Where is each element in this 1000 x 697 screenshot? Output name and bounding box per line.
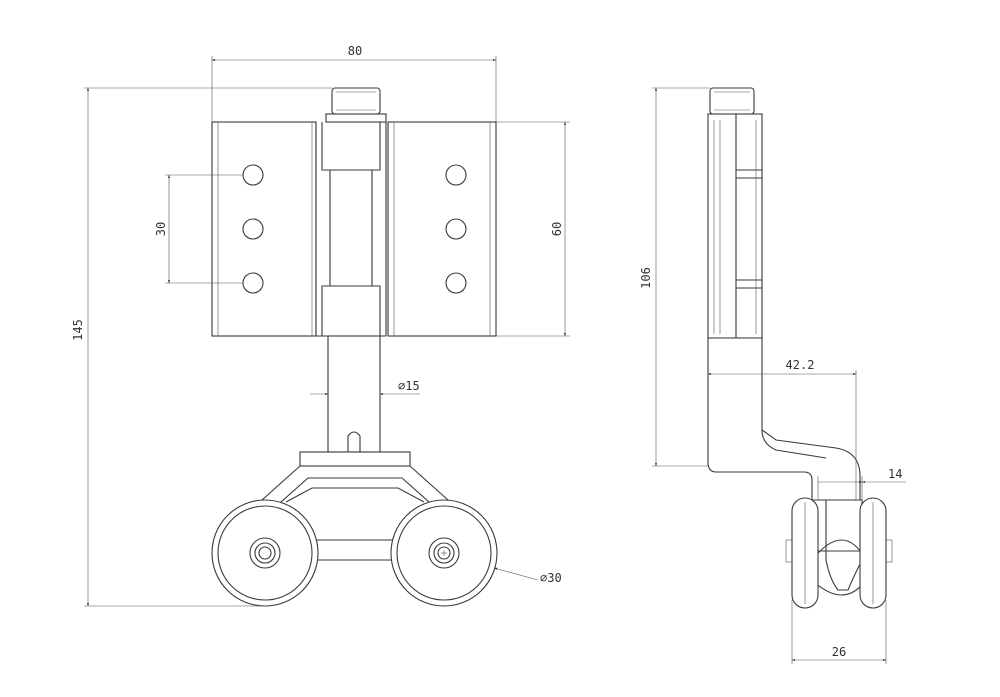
dim-height-145: 145 <box>71 319 85 341</box>
dim-hole-spacing-30: 30 <box>154 222 168 236</box>
dim-base-width-26: 26 <box>832 645 846 659</box>
front-right-wheel <box>390 499 498 607</box>
side-view: 106 42.2 14 26 <box>639 87 906 664</box>
front-left-wheel <box>211 499 319 607</box>
dim-side-height-106: 106 <box>639 267 653 289</box>
dim-offset-42-2: 42.2 <box>786 358 815 372</box>
dim-leaf-height-60: 60 <box>550 222 564 236</box>
dim-wheel-dia-30: ⌀30 <box>540 571 562 585</box>
side-right-wheel <box>859 497 887 609</box>
right-leaf <box>387 121 497 337</box>
front-view: 80 145 30 60 ⌀15 ⌀30 <box>71 44 570 607</box>
dim-stem-dia-15: ⌀15 <box>398 379 420 393</box>
dim-width-80: 80 <box>348 44 362 58</box>
left-leaf <box>211 121 317 337</box>
side-left-wheel <box>791 497 819 609</box>
dim-wheel-width-14: 14 <box>888 467 902 481</box>
